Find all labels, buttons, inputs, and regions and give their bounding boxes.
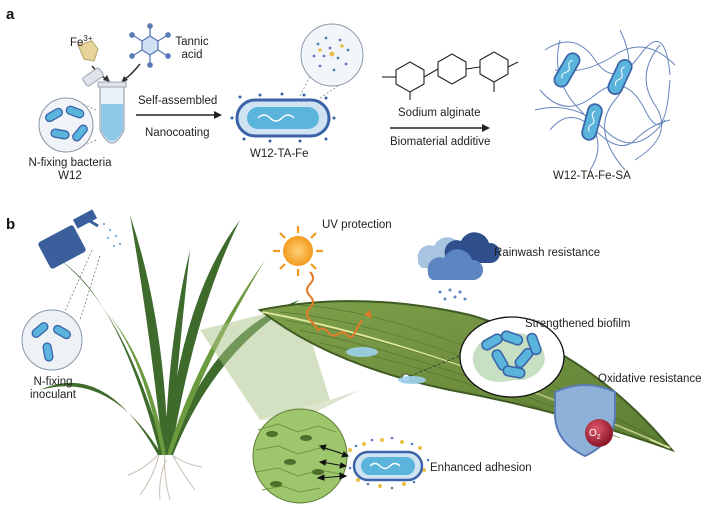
coating-zoom-circle: [300, 23, 364, 87]
cloud-icon: [417, 232, 501, 280]
biomaterial-additive-label: Biomaterial additive: [390, 136, 491, 148]
nanocoating-label: Nanocoating: [145, 127, 210, 139]
tannic-acid-molecule-icon: [129, 23, 171, 68]
oxidative-resistance-label: Oxidative resistance: [598, 373, 702, 385]
shield-icon: [554, 384, 616, 458]
panel-b-letter: b: [6, 216, 16, 233]
spray-bottle-icon: [38, 209, 122, 269]
uv-protection-label: UV protection: [322, 219, 392, 231]
w12-ta-fe-label: W12-TA-Fe: [250, 148, 309, 160]
panel-a-letter: a: [6, 6, 15, 23]
test-tube-icon: [82, 67, 127, 144]
arrow-tannic-to-tube: [123, 63, 141, 81]
sodium-alginate-structure: [382, 51, 519, 100]
coated-bacterium-w12-ta-fe: [230, 92, 336, 143]
w12-ta-fe-sa-network: [534, 29, 676, 171]
inoculant-zoom-circle: [21, 309, 83, 371]
bacteria-zoom-circle: [38, 97, 94, 153]
uv-wave-icon: [306, 271, 363, 339]
w12-ta-fe-sa-label: W12-TA-Fe-SA: [553, 170, 631, 182]
o2-label: O2: [589, 428, 601, 441]
enhanced-adhesion-label: Enhanced adhesion: [430, 462, 532, 474]
leaf-surface-zoom-circle: [252, 408, 348, 504]
coated-bacterium-adhesion: [348, 436, 430, 490]
fe-ion-icon: [77, 40, 99, 62]
rain-icon: [438, 288, 467, 301]
self-assembled-label: Self-assembled: [138, 95, 218, 107]
protective-coating-spot: [346, 347, 378, 357]
strengthened-biofilm-label: Strengthened biofilm: [525, 318, 631, 330]
sun-icon: [273, 226, 323, 276]
adhesion-arrows: [316, 444, 350, 481]
rainwash-resistance-label: Rainwash resistance: [494, 247, 601, 259]
grass-plant: [40, 215, 300, 501]
fe-ion-label: Fe3+: [70, 34, 93, 49]
o2-molecule-icon: [585, 419, 613, 447]
sodium-alginate-label: Sodium alginate: [398, 107, 481, 119]
biofilm-zoom-circle: [459, 316, 565, 398]
